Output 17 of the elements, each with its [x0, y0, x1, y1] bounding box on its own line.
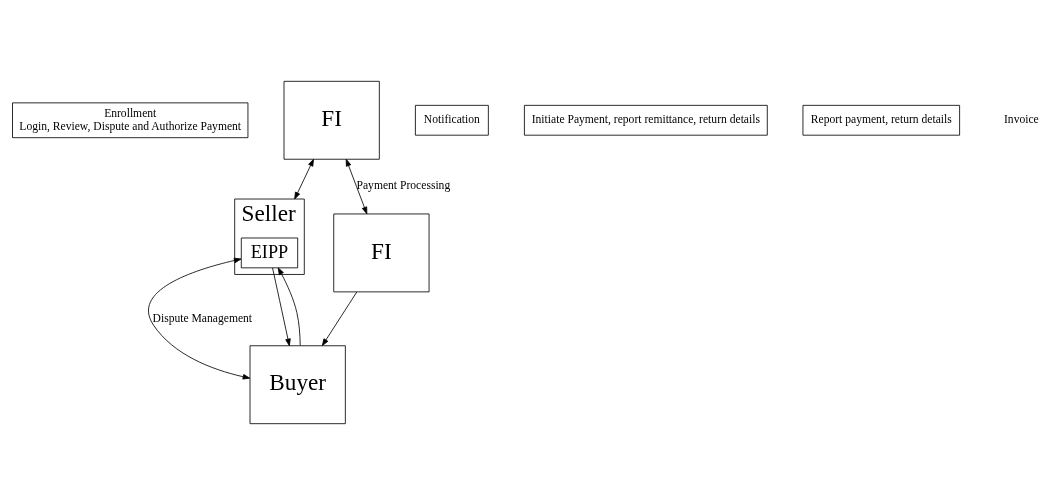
node-box: EIPP — [240, 237, 299, 268]
arrow — [272, 267, 291, 346]
edge-label: Payment Processing — [356, 178, 451, 192]
node-box: Report payment, return details — [802, 104, 961, 136]
arrow — [148, 257, 251, 379]
label: Invoice — [1003, 112, 1039, 126]
node-box: Notification — [414, 104, 489, 136]
node-box: Buyer — [249, 344, 346, 424]
arrow — [277, 266, 301, 346]
edge-label: Dispute Management — [152, 311, 253, 325]
arrow — [345, 158, 368, 214]
node-box: FI — [333, 213, 430, 292]
arrow — [294, 158, 314, 199]
node-box: Initiate Payment, report remittance, return details — [524, 104, 768, 136]
node-box: Enrollment Login, Review, Dispute and Authorize Payment — [12, 101, 249, 138]
arrow — [321, 291, 358, 346]
node-box: FI — [283, 80, 380, 160]
